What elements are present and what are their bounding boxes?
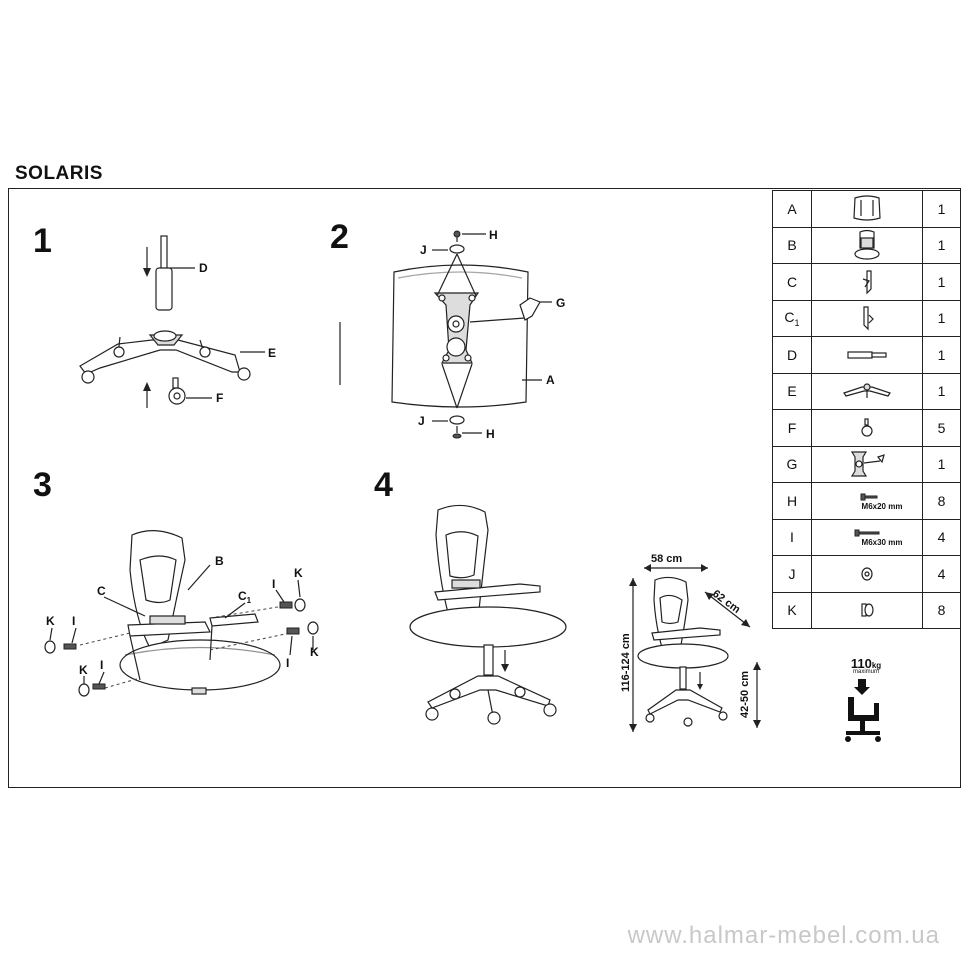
step1-illustration: D E F — [79, 235, 276, 408]
product-title: SOLARIS — [15, 163, 103, 184]
parts-row: I M6x30 mm 4 — [772, 518, 961, 556]
gas-lift-drawing — [143, 235, 195, 311]
label-h-top: H — [489, 228, 498, 242]
parts-row: H M6x20 mm 8 — [772, 482, 961, 520]
part-letter: E — [772, 372, 812, 410]
parts-row: A 1 — [772, 190, 961, 228]
label-i-top: I — [272, 577, 275, 591]
part-qty: 1 — [922, 336, 961, 374]
dimension-depth: 62 cm — [710, 588, 742, 616]
label-h-bottom: H — [486, 427, 495, 441]
parts-row: B 1 — [772, 226, 961, 264]
label-e: E — [268, 346, 276, 360]
star-base-drawing — [79, 330, 265, 384]
parts-row: E 1 — [772, 372, 961, 410]
max-load-value: 110kg — [850, 656, 882, 671]
part-qty: 4 — [922, 518, 961, 556]
step-number-2: 2 — [330, 218, 349, 256]
part-letter: J — [772, 555, 812, 593]
watermark: www.halmar-mebel.com.ua — [627, 922, 940, 949]
step-number-3: 3 — [33, 466, 52, 504]
chair-load-icon — [845, 679, 881, 742]
mechanism-icon — [811, 445, 923, 483]
dimension-seat-height: 42-50 cm — [739, 671, 751, 718]
parts-table: A 1 B 1 C 1 C1 1 D — [772, 190, 961, 629]
bolt-size-h: M6x20 mm — [861, 501, 903, 511]
armrest-right-icon — [811, 263, 923, 301]
label-i-left: I — [72, 614, 75, 628]
backrest-icon — [811, 190, 923, 228]
parts-row: F 5 — [772, 409, 961, 447]
part-qty: 8 — [922, 482, 961, 520]
seat-icon — [811, 226, 923, 264]
long-bolt-icon: M6x30 mm — [811, 518, 923, 556]
armrest-left-icon — [811, 299, 923, 337]
label-k-right: K — [310, 645, 319, 659]
part-qty: 1 — [922, 445, 961, 483]
label-i-bottom: I — [100, 658, 103, 672]
parts-row: J 4 — [772, 555, 961, 593]
part-qty: 1 — [922, 299, 961, 337]
part-qty: 1 — [922, 372, 961, 410]
instruction-frame — [8, 188, 961, 788]
part-letter: D — [772, 336, 812, 374]
part-letter: I — [772, 518, 812, 556]
part-letter: K — [772, 591, 812, 629]
max-load-badge: 110kg maximum — [836, 656, 896, 750]
part-qty: 4 — [922, 555, 961, 593]
washer-icon — [811, 555, 923, 593]
part-qty: 5 — [922, 409, 961, 447]
dimension-height: 116-124 cm — [620, 633, 632, 692]
short-bolt-icon: M6x20 mm — [811, 482, 923, 520]
label-k-left: K — [46, 614, 55, 628]
label-d: D — [199, 261, 208, 275]
label-j-bottom: J — [418, 414, 425, 428]
label-k-bottom: K — [79, 663, 88, 677]
label-i-right: I — [286, 656, 289, 670]
part-letter: B — [772, 226, 812, 264]
parts-row: K 8 — [772, 591, 961, 629]
part-qty: 1 — [922, 263, 961, 301]
label-k-top: K — [294, 566, 303, 580]
parts-row: D 1 — [772, 336, 961, 374]
parts-row: G 1 — [772, 445, 961, 483]
part-letter: G — [772, 445, 812, 483]
label-c: C — [97, 584, 106, 598]
part-letter: C — [772, 263, 812, 301]
part-qty: 1 — [922, 190, 961, 228]
part-letter: A — [772, 190, 812, 228]
step-number-4: 4 — [374, 466, 393, 504]
dimension-width: 58 cm — [651, 553, 682, 565]
caster-icon — [811, 409, 923, 447]
gas-lift-icon — [811, 336, 923, 374]
cap-icon — [811, 591, 923, 629]
part-qty: 8 — [922, 591, 961, 629]
caster-drawing — [143, 377, 212, 408]
label-j-top: J — [420, 243, 427, 257]
label-g: G — [556, 296, 565, 310]
part-letter: H — [772, 482, 812, 520]
label-c1: C1 — [238, 589, 252, 605]
step3-illustration: B C C1 I K K I K I I K — [44, 530, 319, 697]
step2-illustration: H J G A J H — [391, 228, 565, 441]
parts-row: C1 1 — [772, 299, 961, 337]
star-base-icon — [811, 372, 923, 410]
parts-row: C 1 — [772, 263, 961, 301]
bolt-size-i: M6x30 mm — [861, 538, 903, 548]
max-load-caption: maximum — [852, 669, 879, 675]
step4-illustration: 58 cm 62 cm 116-124 cm 42-50 cm — [409, 504, 761, 732]
label-a: A — [546, 373, 555, 387]
label-b: B — [215, 554, 224, 568]
label-f: F — [216, 391, 223, 405]
part-qty: 1 — [922, 226, 961, 264]
part-letter: C1 — [772, 299, 812, 337]
part-letter: F — [772, 409, 812, 447]
step-number-1: 1 — [33, 222, 52, 260]
